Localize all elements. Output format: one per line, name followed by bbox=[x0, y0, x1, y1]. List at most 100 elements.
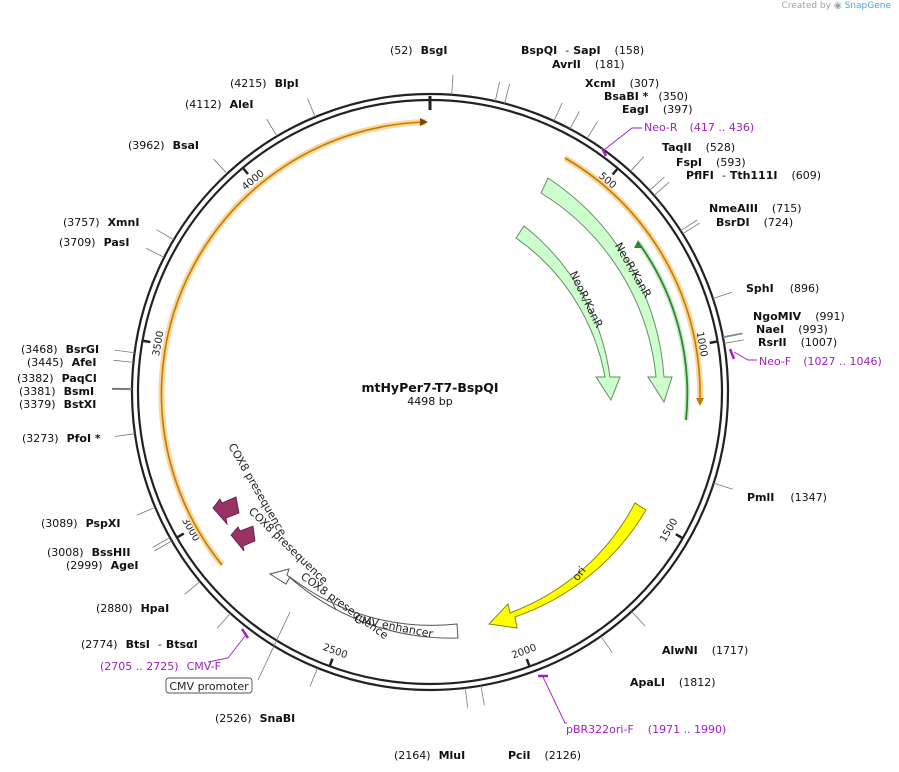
enzyme-bsrGI[interactable]: (3468)BsrGI bbox=[21, 343, 99, 356]
enzyme-line-naeI bbox=[722, 333, 743, 338]
feature-label-cox8-2: COX8 presequence bbox=[298, 570, 391, 642]
plasmid-name: mtHyPer7-T7-BspQI bbox=[361, 380, 498, 395]
enzyme-line-snaBI bbox=[309, 667, 318, 687]
enzyme-bsabI[interactable]: BsaBI *(350) bbox=[604, 90, 688, 103]
enzyme-line-blpI bbox=[307, 98, 316, 118]
enzyme-line-bsrGI bbox=[114, 349, 135, 354]
feature-label-cmv-promoter: CMV promoter bbox=[169, 680, 249, 693]
feature-ori[interactable]: ori bbox=[487, 502, 647, 629]
ruler-tick-500 bbox=[611, 168, 619, 176]
feature-neor-kanr-2[interactable]: NeoR/KanR bbox=[515, 225, 621, 402]
enzyme-snaBI[interactable]: (2526)SnaBI bbox=[215, 712, 295, 725]
enzyme-pciI[interactable]: PciI(2126) bbox=[508, 749, 581, 762]
enzyme-bsaI[interactable]: (3962)BsaI bbox=[128, 139, 199, 152]
enzyme-bspqI[interactable]: BspQI-SapI(158) bbox=[521, 44, 644, 57]
enzyme-line-btsI bbox=[216, 613, 231, 629]
feature-cmv-promoter[interactable]: CMV promoter bbox=[165, 611, 291, 694]
primer-labels: Neo-R(417 .. 436) Neo-F(1027 .. 1046) pB… bbox=[100, 121, 882, 736]
enzyme-labels-right: (52)BsgI BspQI-SapI(158) AvrII(181) XcmI… bbox=[390, 44, 845, 762]
ruler-tick-2500 bbox=[328, 658, 334, 666]
primer-pbr322ori-f[interactable]: pBR322ori-F(1971 .. 1990) bbox=[566, 723, 726, 736]
enzyme-line-ageI bbox=[154, 540, 173, 552]
enzyme-xmnI[interactable]: (3757)XmnI bbox=[63, 216, 139, 229]
enzyme-bsmI[interactable]: (3381)BsmI bbox=[19, 385, 94, 398]
feature-cox8-1[interactable]: COX8 presequence bbox=[212, 441, 289, 538]
enzyme-afeI[interactable]: (3445)AfeI bbox=[27, 356, 96, 369]
enzyme-aleI[interactable]: (4112)AleI bbox=[185, 98, 253, 111]
enzyme-bstXI[interactable]: (3379)BstXI bbox=[19, 398, 96, 411]
primer-neo-r[interactable]: Neo-R(417 .. 436) bbox=[644, 121, 754, 134]
enzyme-btsI[interactable]: (2774)BtsI-BtsαI bbox=[81, 638, 198, 651]
enzyme-sphI[interactable]: SphI(896) bbox=[746, 282, 819, 295]
enzyme-bsrDI[interactable]: BsrDI(724) bbox=[716, 216, 793, 229]
enzyme-naeI[interactable]: NaeI(993) bbox=[756, 323, 828, 336]
enzyme-line-xcmI bbox=[553, 102, 563, 122]
enzyme-mluI[interactable]: (2164)MluI bbox=[394, 749, 465, 762]
enzyme-line-nmeaIII bbox=[680, 219, 698, 232]
enzyme-alwNI[interactable]: AlwNI(1717) bbox=[662, 644, 748, 657]
enzyme-apaLI[interactable]: ApaLI(1812) bbox=[630, 676, 716, 689]
primer-markers bbox=[207, 127, 757, 724]
feature-label-neor-kanr-2: NeoR/KanR bbox=[567, 269, 606, 330]
enzyme-ageI[interactable]: (2999)AgeI bbox=[66, 559, 139, 572]
enzyme-line-pmlI bbox=[713, 482, 733, 490]
enzyme-line-rsrII bbox=[723, 339, 744, 344]
enzyme-line-hpaI bbox=[184, 581, 201, 595]
enzyme-rsrII[interactable]: RsrII(1007) bbox=[758, 336, 837, 349]
enzyme-line-fspI bbox=[649, 176, 665, 191]
enzyme-pfoI[interactable]: (3273)PfoI * bbox=[22, 432, 101, 445]
enzyme-paqCI[interactable]: (3382)PaqCI bbox=[17, 372, 97, 385]
enzyme-leader-lines bbox=[112, 74, 744, 708]
enzyme-line-eagI bbox=[586, 121, 598, 139]
enzyme-line-sphI bbox=[712, 291, 733, 299]
ruler-tick-1500 bbox=[675, 533, 683, 539]
enzyme-labels-left: (2164)MluI (2526)SnaBI (2774)BtsI-BtsαI … bbox=[17, 77, 465, 762]
ruler-tick-2000 bbox=[525, 658, 531, 666]
enzyme-xcmI[interactable]: XcmI(307) bbox=[585, 77, 659, 90]
orf-arcs bbox=[158, 118, 704, 567]
feature-cmv-enhancer[interactable]: CMV enhancer COX8 presequence bbox=[268, 568, 459, 642]
enzyme-nmeaIII[interactable]: NmeAIII(715) bbox=[709, 202, 802, 215]
enzyme-line-bssHII bbox=[152, 537, 171, 548]
enzyme-line-xmnI bbox=[156, 229, 174, 241]
orf-arc-green bbox=[637, 241, 689, 421]
ruler-label-2000: 2000 bbox=[510, 642, 538, 661]
enzyme-hpaI[interactable]: (2880)HpaI bbox=[96, 602, 169, 615]
enzyme-line-pasI bbox=[146, 248, 165, 258]
snapgene-logo-icon: ◉ bbox=[833, 1, 842, 11]
enzyme-line-bsabI bbox=[569, 111, 580, 130]
enzyme-pmlI[interactable]: PmlI(1347) bbox=[747, 491, 827, 504]
enzyme-fspI[interactable]: FspI(593) bbox=[676, 156, 746, 169]
enzyme-pasI[interactable]: (3709)PasI bbox=[59, 236, 129, 249]
primer-cmv-f[interactable]: (2705 .. 2725)CMV-F bbox=[100, 660, 221, 673]
snapgene-credit: Created by ◉ SnapGene bbox=[781, 1, 891, 11]
enzyme-pflfI[interactable]: PflFI-Tth111I(609) bbox=[686, 169, 821, 182]
primer-neo-f[interactable]: Neo-F(1027 .. 1046) bbox=[759, 355, 882, 368]
ruler-label-2500: 2500 bbox=[321, 642, 349, 661]
enzyme-line-taqII bbox=[630, 156, 645, 172]
enzyme-taqII[interactable]: TaqII(528) bbox=[662, 141, 735, 154]
ruler-tick-4000 bbox=[242, 167, 249, 175]
enzyme-line-bsrDI bbox=[682, 222, 700, 235]
ruler-tick-3500 bbox=[143, 339, 151, 344]
enzyme-line-pfoI bbox=[115, 433, 135, 437]
ruler-tick-1000 bbox=[709, 340, 717, 345]
enzyme-pspXI[interactable]: (3089)PspXI bbox=[41, 517, 120, 530]
enzyme-bssHII[interactable]: (3008)BssHII bbox=[47, 546, 130, 559]
orf-arc-1 bbox=[564, 157, 701, 399]
enzyme-eagI[interactable]: EagI(397) bbox=[622, 103, 693, 116]
enzyme-line-aleI bbox=[266, 118, 278, 137]
enzyme-blpI[interactable]: (4215)BlpI bbox=[230, 77, 299, 90]
enzyme-line-ngomiv bbox=[722, 332, 743, 338]
enzyme-avrII[interactable]: AvrII(181) bbox=[552, 58, 625, 71]
feature-label-cox8-2b: COX8 presequence bbox=[246, 505, 331, 587]
enzyme-line-bsgI bbox=[451, 74, 454, 95]
enzyme-ngomiv[interactable]: NgoMIV(991) bbox=[753, 310, 845, 323]
enzyme-bsgI[interactable]: (52)BsgI bbox=[390, 44, 448, 57]
orf-arc-2 bbox=[160, 121, 427, 566]
enzyme-line-pflfI bbox=[653, 181, 670, 196]
enzyme-line-pspXI bbox=[136, 506, 156, 516]
credit-brand: SnapGene bbox=[844, 1, 891, 11]
